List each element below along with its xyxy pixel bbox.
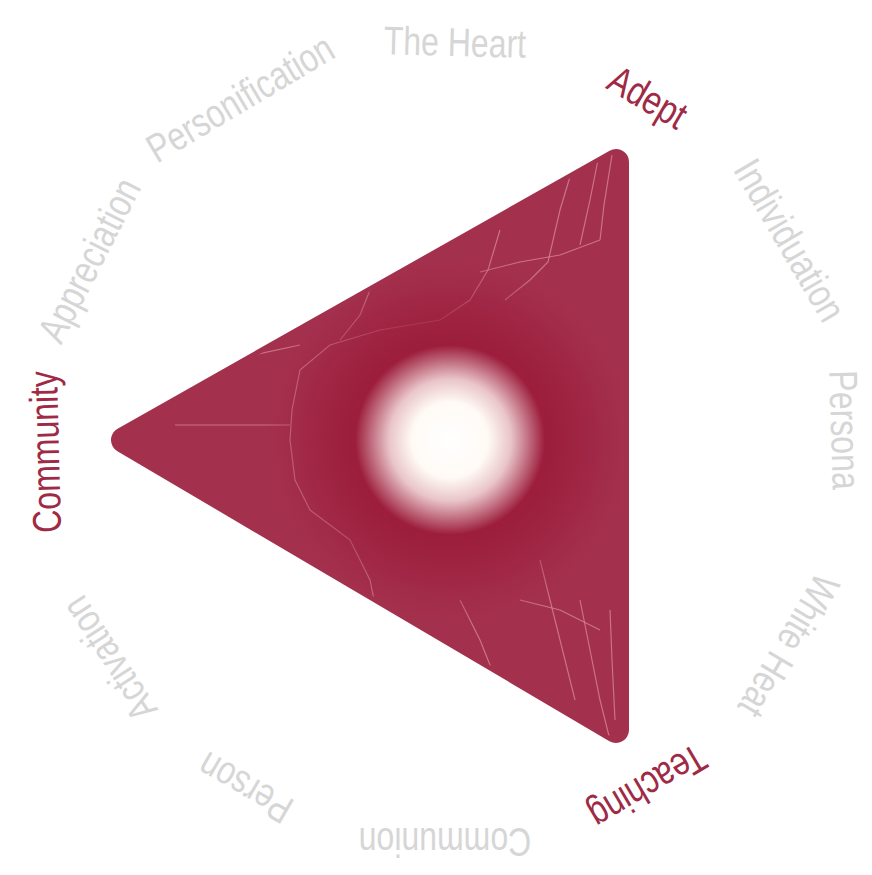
ring-label: Adept	[602, 59, 694, 136]
ring-label: Appreciation	[30, 172, 146, 349]
ring-label: Personification	[140, 27, 341, 169]
ring-label: Activation	[55, 590, 164, 728]
ring-label: Person	[191, 746, 299, 831]
ring-label: Persona	[823, 370, 867, 490]
ring-label: Teaching	[583, 737, 714, 836]
ring-label: White Heat	[732, 567, 847, 724]
ring-label: The Heart	[384, 20, 527, 64]
ring-label: Community	[23, 371, 67, 534]
ring-label: Communion	[359, 822, 532, 862]
ring-label: Individuation	[727, 152, 852, 327]
light-glow	[260, 250, 640, 630]
